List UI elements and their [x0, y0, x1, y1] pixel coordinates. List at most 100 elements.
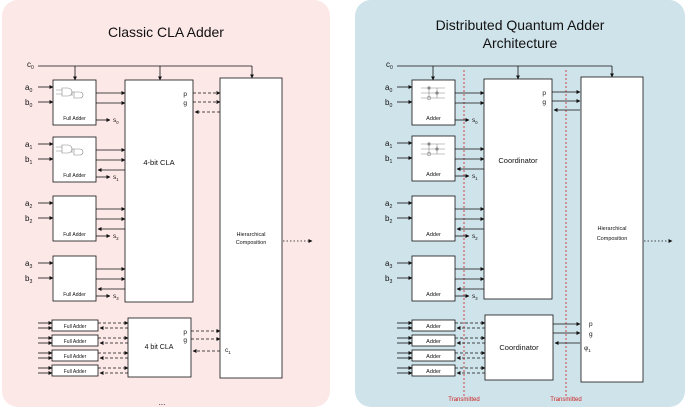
quantum-a-label-1: a1 — [385, 139, 392, 150]
classic-cla-second-block — [127, 317, 192, 378]
quantum-coord-p: p — [542, 90, 546, 97]
quantum-adder-g2-3 — [411, 364, 456, 377]
quantum-c0-label: c0 — [386, 60, 393, 71]
quantum-stage-0: Addera0b0pgs0 — [385, 79, 491, 126]
classic-cla2-p-out: p — [183, 329, 187, 336]
quantum-stages: Addera0b0pgs0Addera1b1pqφ1s1Addera2b2pgφ… — [385, 79, 494, 302]
classic-stage-3: Full Addera3b3pgc3s3 — [25, 255, 134, 302]
classic-b-label-1: b1 — [25, 155, 32, 166]
quantum-coord2-g: g — [589, 331, 593, 338]
classic-full-adder-g2-3 — [51, 364, 99, 377]
quantum-adder-g2-label-0: Adder — [426, 324, 441, 330]
classic-full-adder-g2-1 — [51, 334, 99, 347]
logic-gates-icon — [56, 87, 84, 99]
quantum-coordinator-main — [483, 78, 553, 300]
quantum-sum-label-0: s0 — [472, 117, 478, 125]
classic-c1-return-label: c1 — [225, 347, 231, 355]
quantum-adder-g2-0 — [411, 319, 456, 332]
quantum-stage-1: Addera1b1pqφ1s1 — [385, 135, 494, 182]
classic-full-adder-3 — [52, 255, 97, 302]
quantum-sum-label-3: s3 — [472, 293, 478, 301]
quantum-a-label-2: a2 — [385, 199, 392, 210]
classic-hierarchical-block — [219, 77, 283, 379]
classic-cla-main-block — [124, 79, 194, 303]
quantum-b-label-1: b1 — [385, 154, 392, 165]
classic-hier-line1: Hierarchical — [236, 232, 265, 238]
quantum-adder-label-1: Adder — [426, 172, 441, 178]
classic-full-adder-label-2: Full Adder — [63, 232, 86, 238]
classic-a-label-2: a2 — [25, 199, 32, 210]
quantum-adder-g2-label-2: Adder — [426, 354, 441, 360]
quantum-adder-g2-label-3: Adder — [426, 369, 441, 375]
classic-stage-0: Full Addera0b0pgs0 — [25, 79, 132, 126]
classic-bottom-ellipsis: ... — [159, 398, 166, 407]
classic-sum-label-2: s2 — [113, 233, 119, 241]
classic-sum-label-1: s1 — [113, 174, 119, 182]
classic-full-adder-g2-0 — [51, 319, 99, 332]
transmitted-label-right: Transmitted — [550, 397, 581, 403]
quantum-adder-2 — [411, 195, 456, 242]
quantum-adder-label-0: Adder — [426, 116, 441, 122]
classic-title: Classic CLA Adder — [108, 24, 224, 40]
quantum-a-label-3: a3 — [385, 259, 392, 270]
quantum-hier-line1: Hierarchical — [597, 226, 626, 232]
classic-b-label-3: b3 — [25, 274, 32, 285]
quantum-adder-1 — [411, 135, 456, 182]
classic-full-adder-g2-label-0: Full Adder — [64, 324, 87, 330]
quantum-coord-g: g — [542, 99, 546, 106]
quantum-coord2-p: p — [589, 321, 593, 328]
classic-b-label-0: b0 — [25, 98, 32, 109]
quantum-phi1-label: φ1 — [584, 345, 591, 353]
quantum-b-label-2: b2 — [385, 214, 392, 225]
classic-full-adder-label-1: Full Adder — [63, 173, 86, 179]
classic-full-adder-g2-label-2: Full Adder — [64, 354, 87, 360]
classic-full-adder-g2-label-3: Full Adder — [64, 369, 87, 375]
classic-sum-label-0: s0 — [113, 117, 119, 125]
quantum-stage-3: Addera3b3pgφ3s3 — [385, 255, 494, 302]
logic-gates-icon — [56, 144, 84, 156]
quantum-title-line2: Architecture — [482, 35, 558, 51]
classic-hier-line2: Composition — [236, 240, 267, 246]
quantum-title-line1: Distributed Quantum Adder — [435, 17, 605, 33]
quantum-sum-label-2: s2 — [472, 233, 478, 241]
classic-sum-label-3: s3 — [113, 293, 119, 301]
classic-b-label-2: b2 — [25, 214, 32, 225]
classic-cla-p-out: p — [183, 91, 187, 98]
classic-full-adder-1 — [52, 136, 97, 183]
quantum-adder-g2-1 — [411, 334, 456, 347]
classic-a-label-3: a3 — [25, 259, 32, 270]
qubit-circuit-icon — [421, 86, 445, 101]
classic-stage-2: Full Addera2b2pgc2s2 — [25, 195, 134, 242]
quantum-bottom-ellipsis: ... — [517, 401, 524, 407]
quantum-adder-label-2: Adder — [426, 232, 441, 238]
classic-cla-main-label: 4-bit CLA — [143, 158, 174, 167]
quantum-hier-line2: Composition — [597, 236, 628, 242]
classic-c0-label: c0 — [27, 60, 34, 71]
quantum-hierarchical-block — [580, 76, 644, 383]
classic-full-adder-label-0: Full Adder — [63, 116, 86, 122]
classic-cla-g-out: g — [183, 100, 187, 107]
classic-a-label-1: a1 — [25, 140, 32, 151]
quantum-b-label-3: b3 — [385, 274, 392, 285]
quantum-adder-g2-2 — [411, 349, 456, 362]
quantum-adder-g2-label-1: Adder — [426, 339, 441, 345]
quantum-coordinator-second-label: Coordinator — [499, 343, 539, 352]
transmitted-label-left: Transmitted — [448, 397, 479, 403]
qubit-circuit-icon — [421, 142, 445, 157]
classic-full-adder-label-3: Full Adder — [63, 292, 86, 298]
quantum-sum-label-1: s1 — [472, 173, 478, 181]
classic-a-label-0: a0 — [25, 83, 32, 94]
quantum-stage-2: Addera2b2pgφ2s2 — [385, 195, 494, 242]
quantum-a-label-0: a0 — [385, 83, 392, 94]
classic-cla2-g-out: g — [183, 337, 187, 344]
quantum-coordinator-main-label: Coordinator — [498, 156, 538, 165]
quantum-adder-label-3: Adder — [426, 292, 441, 298]
classic-stages: Full Addera0b0pgs0Full Addera1b1pgc1s1Fu… — [25, 79, 134, 302]
classic-cla-second-label: 4 bit CLA — [145, 344, 174, 351]
quantum-b-label-0: b0 — [385, 98, 392, 109]
classic-full-adder-g2-label-1: Full Adder — [64, 339, 87, 345]
classic-full-adder-2 — [52, 195, 97, 242]
